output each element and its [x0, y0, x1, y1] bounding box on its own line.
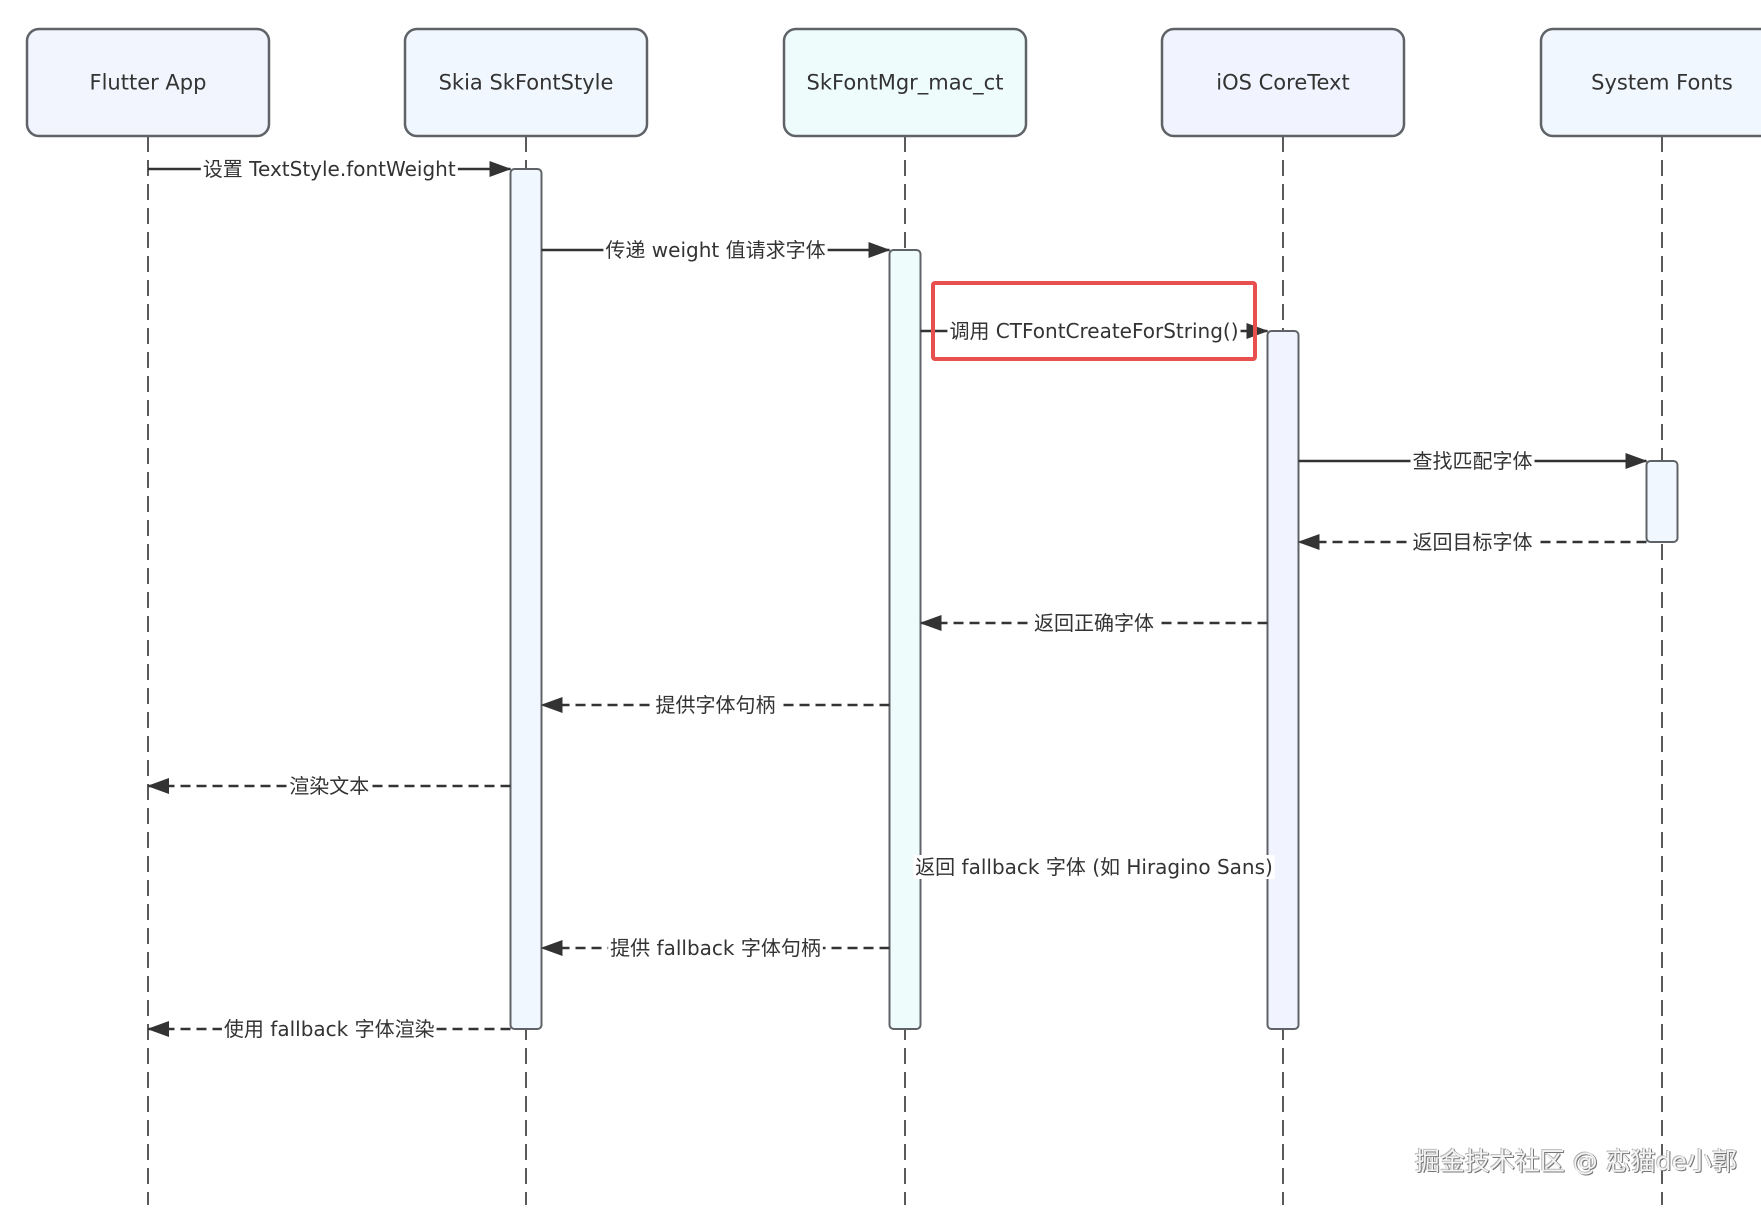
participant-mgr: SkFontMgr_mac_ct [782, 27, 1028, 138]
highlight-box [931, 281, 1257, 361]
message-label: 使用 fallback 字体渲染 [224, 1017, 435, 1041]
message-11: 使用 fallback 字体渲染 [147, 1017, 511, 1041]
message-label-bg [608, 936, 823, 960]
message-8: 渲染文本 [147, 774, 511, 798]
message-label: 返回目标字体 [1413, 530, 1533, 554]
message-label-bg [913, 855, 1275, 879]
activation-sysfonts [1645, 460, 1679, 543]
message-10: 提供 fallback 字体句柄 [540, 936, 890, 960]
message-label: 提供 fallback 字体句柄 [610, 936, 821, 960]
activation-mgr [888, 249, 922, 1030]
message-label: 查找匹配字体 [1413, 449, 1533, 473]
message-label-bg [1410, 530, 1535, 554]
message-label: 返回正确字体 [1034, 611, 1154, 635]
watermark: 掘金技术社区 @ 恋猫de小郭 [1414, 1147, 1737, 1176]
participant-box [782, 27, 1028, 138]
messages: 设置 TextStyle.fontWeight 传递 weight 值请求字体调用… [147, 157, 1648, 1041]
participant-label: iOS CoreText [1216, 71, 1349, 95]
message-9: 返回 fallback 字体 (如 Hiragino Sans) [913, 855, 1275, 879]
message-1: 设置 TextStyle.fontWeight [148, 157, 512, 181]
participant-label: Flutter App [90, 71, 207, 95]
message-label-bg [221, 1017, 437, 1041]
participant-flutter: Flutter App [25, 27, 271, 138]
message-label: 渲染文本 [289, 774, 369, 798]
participant-label: SkFontMgr_mac_ct [807, 71, 1004, 96]
message-label: 设置 TextStyle.fontWeight [203, 157, 456, 181]
message-label-bg [200, 157, 458, 181]
message-label: 提供字体句柄 [656, 693, 776, 717]
message-label: 调用 CTFontCreateForString() [949, 319, 1238, 343]
activation-coretext [1266, 330, 1300, 1030]
participant-box [25, 27, 271, 138]
message-label-bg [287, 774, 372, 798]
activation-skia [509, 168, 543, 1030]
participant-box [1539, 27, 1761, 138]
participant-skia: Skia SkFontStyle [403, 27, 649, 138]
participant-label: Skia SkFontStyle [439, 71, 614, 95]
message-5: 返回目标字体 [1297, 530, 1647, 554]
message-label: 传递 weight 值请求字体 [605, 238, 825, 262]
participants: Flutter App Skia SkFontStyle SkFontMgr_mac… [25, 27, 1761, 138]
message-label: 返回 fallback 字体 (如 Hiragino Sans) [915, 855, 1273, 879]
message-label-bg [1410, 449, 1535, 473]
message-label-bg [603, 238, 828, 262]
participant-label: System Fonts [1591, 71, 1733, 95]
activation-bars [509, 168, 1679, 1030]
message-2: 传递 weight 值请求字体 [541, 238, 891, 262]
message-6: 返回正确字体 [919, 611, 1268, 635]
message-label-bg [947, 319, 1241, 343]
participant-box [1160, 27, 1406, 138]
participant-sysfonts: System Fonts [1539, 27, 1761, 138]
message-label-bg [653, 693, 778, 717]
participant-coretext: iOS CoreText [1160, 27, 1406, 138]
message-label-bg [1032, 611, 1156, 635]
participant-box [403, 27, 649, 138]
message-3: 调用 CTFontCreateForString() [920, 319, 1269, 343]
message-4: 查找匹配字体 [1298, 449, 1648, 473]
message-7: 提供字体句柄 [540, 693, 890, 717]
